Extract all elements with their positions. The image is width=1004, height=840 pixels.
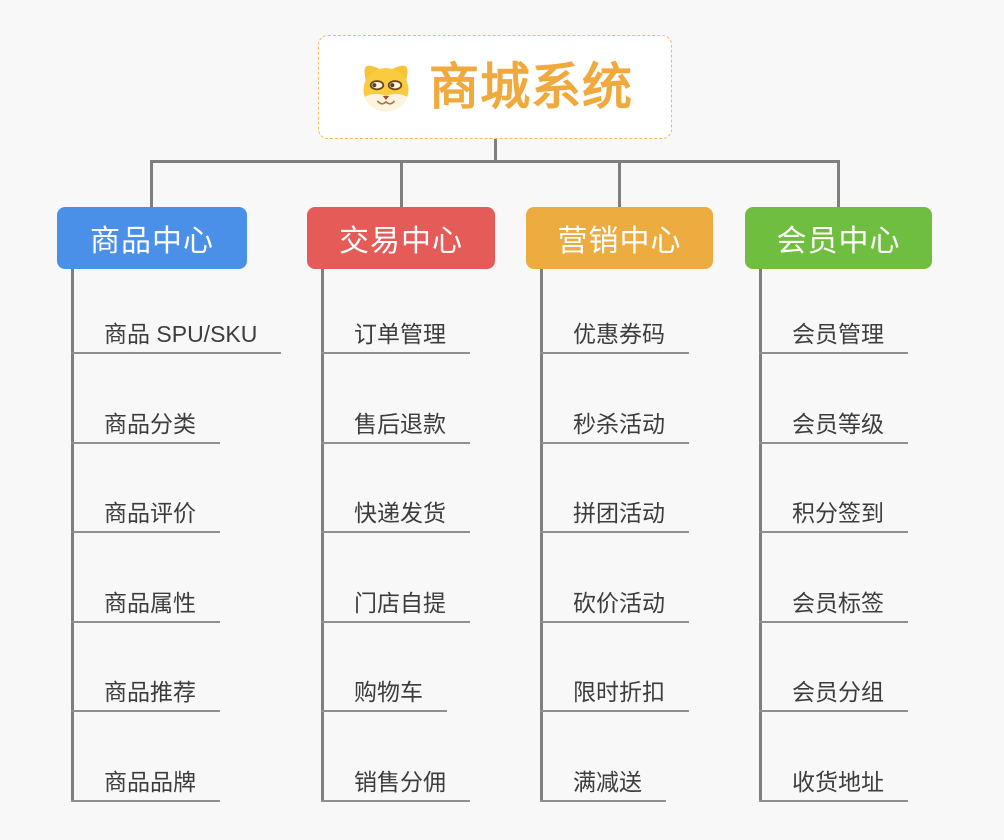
leaf-node[interactable]: 优惠券码 [540,319,689,354]
leaf-node[interactable]: 满减送 [540,767,666,802]
leaf-node[interactable]: 快递发货 [321,498,470,534]
connector-spine [540,269,543,802]
leaf-list: 会员管理 会员等级 积分签到 会员标签 会员分组 收货地址 [745,264,932,802]
branch-node-trade-center[interactable]: 交易中心 [307,207,495,269]
branch-column-marketing: 营销中心 优惠券码 秒杀活动 拼团活动 砍价活动 限时折扣 满减送 [526,207,713,817]
leaf-node[interactable]: 会员标签 [759,588,908,623]
leaf-node[interactable]: 购物车 [321,677,447,713]
leaf-node[interactable]: 销售分佣 [321,767,470,802]
leaf-node[interactable]: 限时折扣 [540,677,689,713]
branch-column-trade: 交易中心 订单管理 售后退款 快递发货 门店自提 购物车 销售分佣 [307,207,495,817]
leaf-node[interactable]: 拼团活动 [540,498,689,534]
leaf-node[interactable]: 商品评价 [71,498,220,534]
connector-spine [321,269,324,802]
leaf-node[interactable]: 积分签到 [759,498,908,534]
connector-drop [400,160,403,208]
leaf-node[interactable]: 会员分组 [759,677,908,713]
leaf-node[interactable]: 收货地址 [759,767,908,802]
branch-node-member-center[interactable]: 会员中心 [745,207,932,269]
branch-node-product-center[interactable]: 商品中心 [57,207,247,269]
leaf-node[interactable]: 会员等级 [759,409,908,444]
leaf-node[interactable]: 售后退款 [321,409,470,444]
branch-node-marketing-center[interactable]: 营销中心 [526,207,713,269]
leaf-node[interactable]: 商品品牌 [71,767,220,802]
leaf-node[interactable]: 砍价活动 [540,588,689,623]
connector-spine [759,269,762,802]
connector-drop [618,160,621,208]
shiba-dog-icon [363,65,409,112]
leaf-node[interactable]: 商品 SPU/SKU [71,319,282,354]
leaf-list: 订单管理 售后退款 快递发货 门店自提 购物车 销售分佣 [307,264,495,802]
connector-drop [150,160,153,208]
leaf-list: 商品 SPU/SKU 商品分类 商品评价 商品属性 商品推荐 商品品牌 [57,264,282,802]
leaf-node[interactable]: 商品属性 [71,588,220,623]
leaf-list: 优惠券码 秒杀活动 拼团活动 砍价活动 限时折扣 满减送 [526,264,713,802]
branch-column-member: 会员中心 会员管理 会员等级 积分签到 会员标签 会员分组 收货地址 [745,207,932,817]
root-title: 商城系统 [429,59,633,115]
connector-bus [150,160,840,163]
leaf-node[interactable]: 会员管理 [759,319,908,354]
leaf-node[interactable]: 门店自提 [321,588,470,623]
leaf-node[interactable]: 商品分类 [71,409,220,444]
leaf-node[interactable]: 订单管理 [321,319,470,354]
leaf-node[interactable]: 商品推荐 [71,677,220,713]
connector-drop [837,160,840,208]
leaf-node[interactable]: 秒杀活动 [540,409,689,444]
branch-column-product: 商品中心 商品 SPU/SKU 商品分类 商品评价 商品属性 商品推荐 商品品牌 [57,207,282,817]
root-node[interactable]: 商城系统 [318,35,672,139]
connector-spine [71,269,74,802]
connector-root-stem [494,139,497,163]
